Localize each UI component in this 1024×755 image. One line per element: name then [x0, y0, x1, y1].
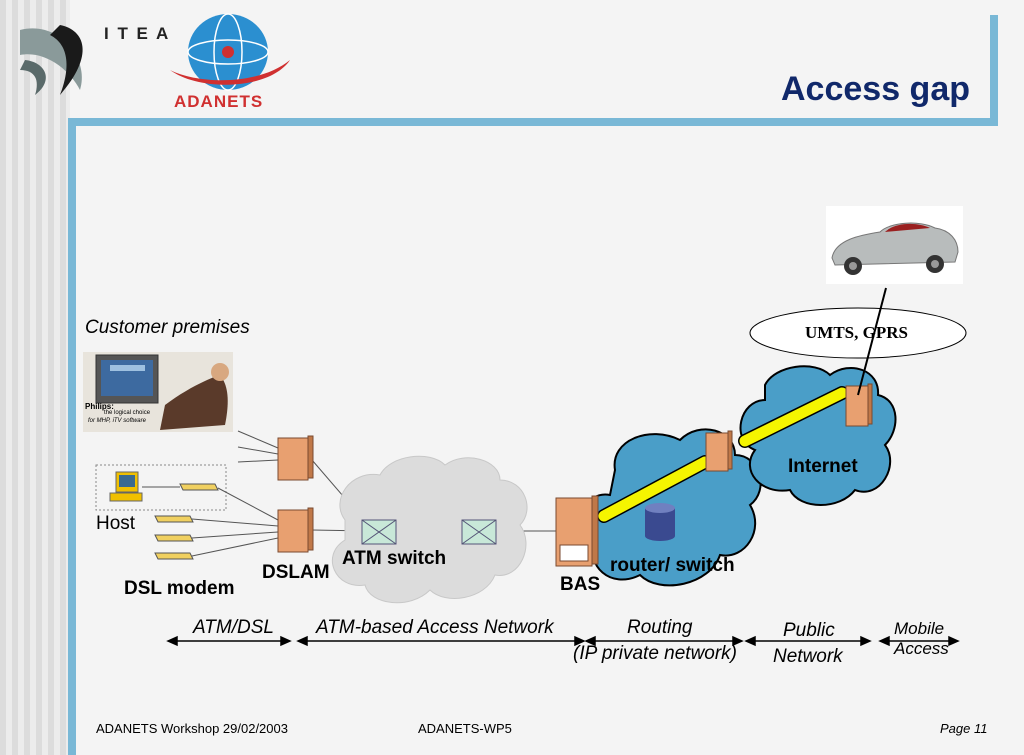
bas-label: BAS	[560, 574, 601, 595]
computer-icon	[109, 471, 143, 502]
host-label: Host	[96, 513, 136, 534]
adanets-globe-icon	[170, 13, 290, 91]
atm-switch-icon	[361, 519, 497, 545]
car-image	[826, 206, 963, 284]
segment-routing-1: Routing	[627, 617, 693, 638]
umts-ellipse	[749, 307, 967, 359]
wireless-link	[857, 287, 887, 396]
adanets-logo-text: ADANETS	[174, 92, 264, 111]
right-accent-bar	[990, 15, 998, 123]
atm-switch-label: ATM switch	[342, 548, 447, 569]
edge-router-icon	[705, 383, 873, 472]
tv-image	[83, 352, 233, 432]
segment-public-2: Network	[773, 646, 843, 667]
customer-premises-label: Customer premises	[85, 317, 250, 338]
dsl-modem-icon	[154, 483, 219, 560]
itea-logo-icon	[20, 25, 83, 95]
itea-logo-text: I T E A	[104, 24, 171, 43]
dslam-device-icon	[277, 435, 314, 553]
dsl-modem-label: DSL modem	[124, 578, 235, 599]
header-accent-bar	[68, 118, 998, 126]
segment-mobile-1: Mobile	[894, 619, 945, 638]
segment-atm-dsl: ATM/DSL	[193, 617, 274, 638]
footer-left: ADANETS Workshop 29/02/2003	[96, 721, 288, 736]
bas-device-icon	[555, 495, 599, 567]
segment-public-1: Public	[783, 620, 835, 641]
tv-caption-line1: the logical choice	[104, 410, 151, 416]
dslam-label: DSLAM	[262, 562, 330, 583]
footer-page-number: Page 11	[940, 721, 988, 736]
decorative-stripes	[0, 0, 70, 755]
router-icon	[645, 503, 675, 541]
tv-caption-line2: for MHP, iTV software	[88, 418, 146, 424]
internet-label: Internet	[788, 456, 858, 477]
page-title: Access gap	[781, 70, 970, 108]
host-box	[95, 464, 227, 511]
segment-arrows	[166, 635, 960, 647]
yellow-tunnel	[597, 386, 849, 523]
footer-center: ADANETS-WP5	[418, 721, 512, 736]
segment-routing-2: (IP private network)	[573, 643, 738, 664]
left-accent-bar	[68, 122, 76, 755]
tv-caption-brand: Philips:	[85, 402, 114, 411]
segment-atm-based: ATM-based Access Network	[316, 617, 554, 638]
segment-mobile-2: Access	[894, 639, 949, 658]
umts-gprs-label: UMTS, GPRS	[805, 323, 908, 342]
atm-cloud	[332, 455, 528, 604]
router-switch-label: router/ switch	[610, 555, 735, 576]
